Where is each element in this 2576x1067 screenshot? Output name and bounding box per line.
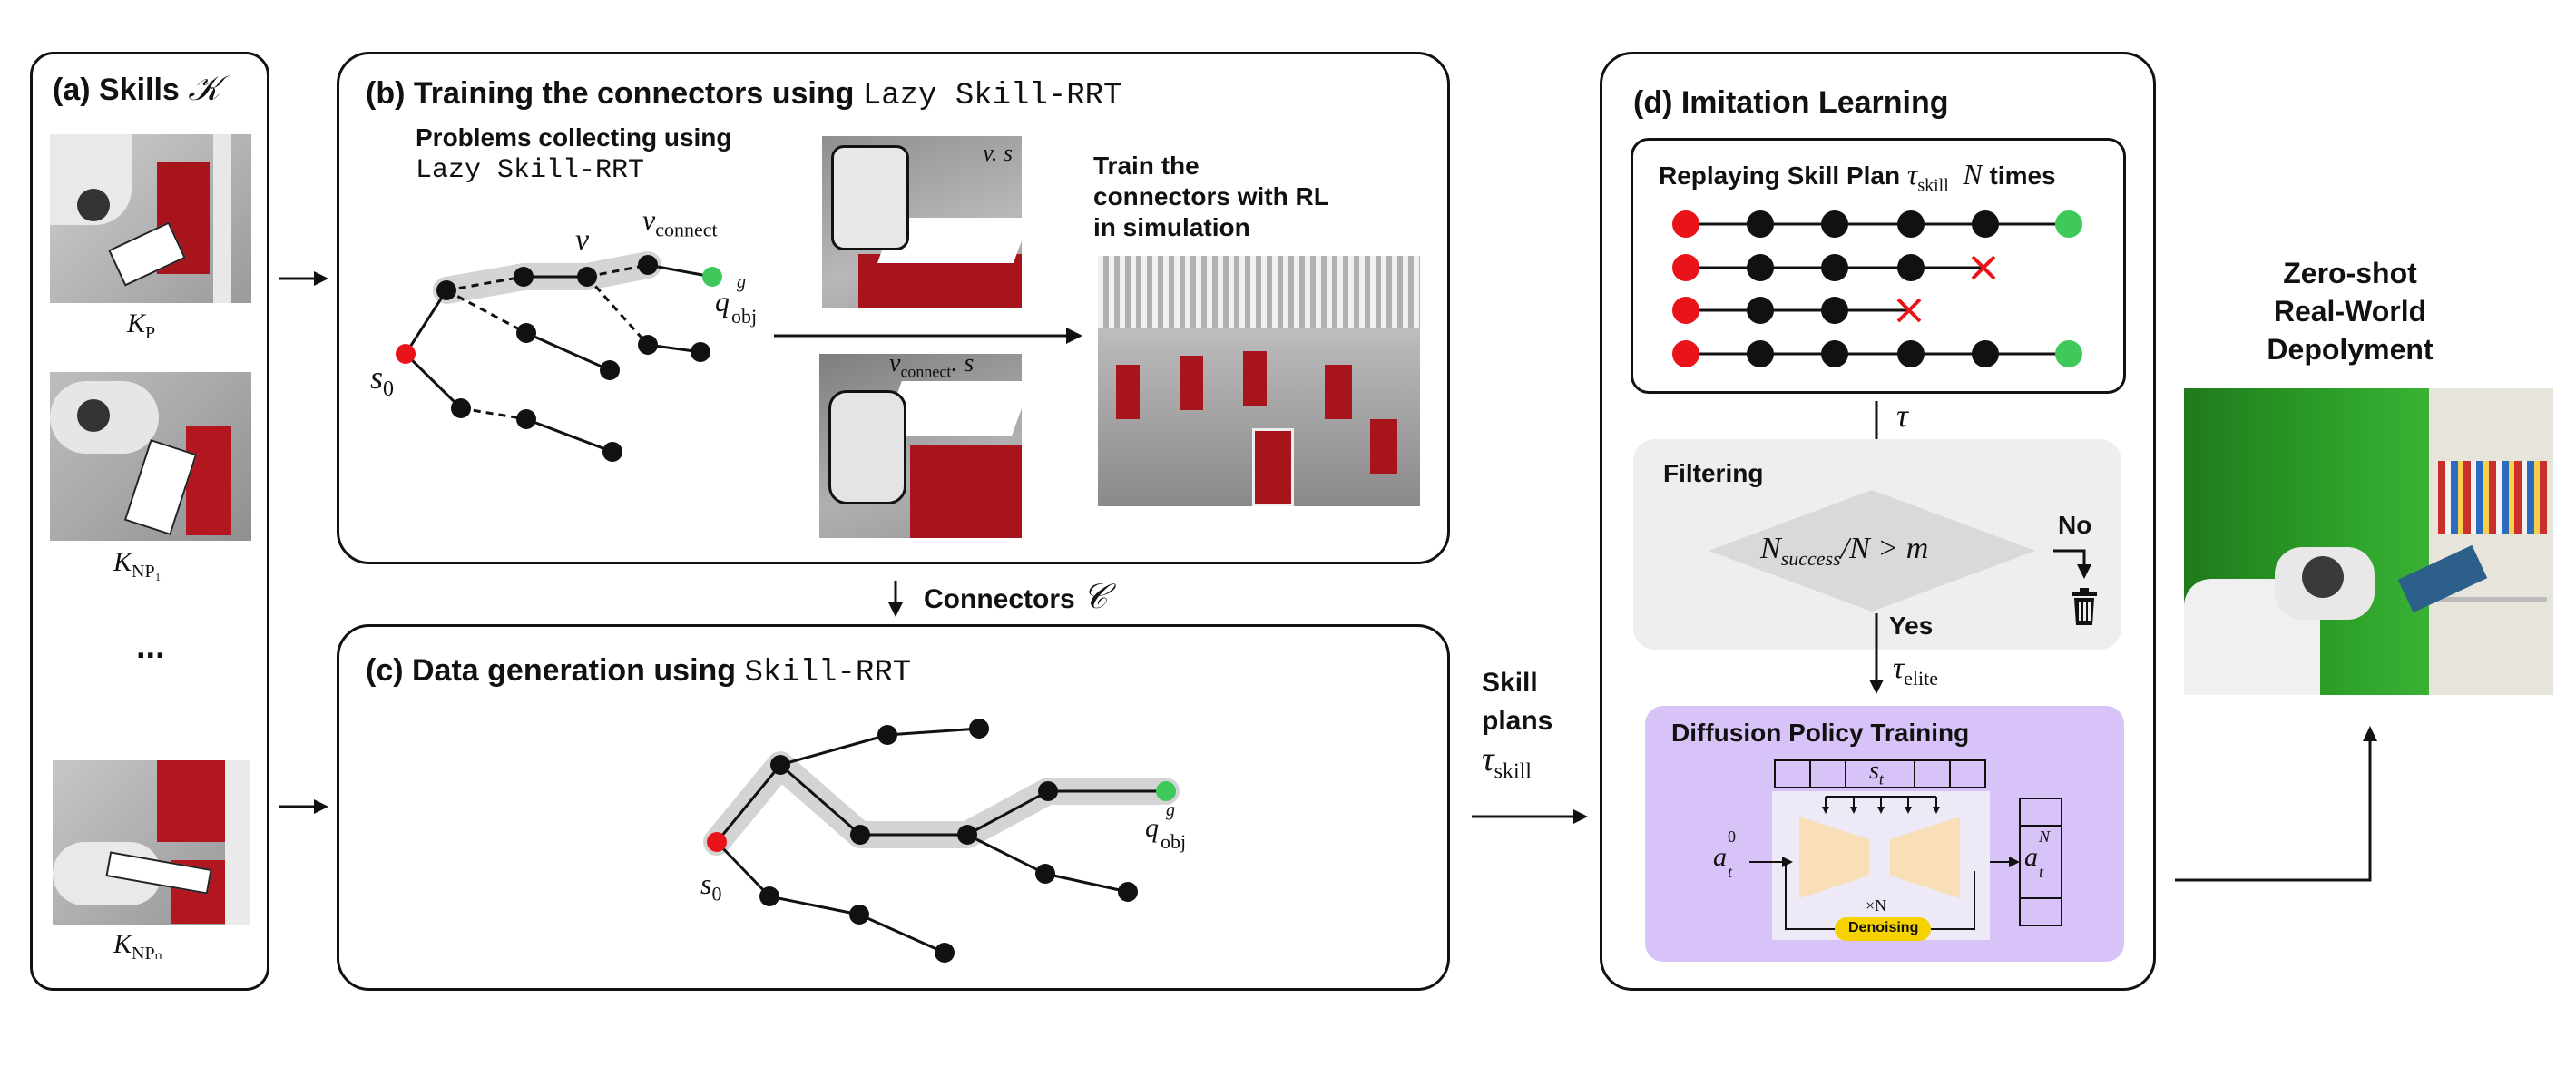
thumb-vconnect-state [819, 354, 1022, 538]
label-s0: s0 [370, 359, 395, 402]
panel-c-title-mono: Skill-RRT [744, 656, 912, 690]
node [638, 335, 658, 355]
node [849, 905, 869, 925]
node [957, 825, 977, 845]
node [691, 342, 710, 362]
node [877, 725, 897, 745]
replay-box [1631, 138, 2126, 394]
node-v-connect [638, 255, 658, 275]
node [436, 280, 456, 300]
connectors-label: Connectors 𝒞 [924, 578, 1108, 616]
thumb-v-state: v. s [822, 136, 1022, 308]
panel-a-title: (a) Skills 𝒦 [53, 69, 220, 109]
skill-label-npn: KNPₙ [113, 929, 162, 964]
node-goal [1156, 781, 1176, 801]
node [602, 442, 622, 462]
simulation-image [1098, 256, 1420, 506]
denoising-label: Denoising [1848, 920, 1919, 935]
skill-label-np1: KNP₁ [113, 547, 162, 582]
node [770, 755, 790, 775]
label-s0-c: s0 [700, 867, 722, 905]
skill-image-pick [50, 134, 251, 303]
train-rl-text: Train the connectors with RL in simulati… [1093, 152, 1329, 241]
label-v-connect: vconnect [642, 203, 718, 241]
thumb-vconnect-label: vconnect. s [889, 349, 975, 381]
panel-b-title: (b) Training the connectors using Lazy S… [366, 76, 1122, 113]
node-s0 [396, 344, 416, 364]
problems-collecting-text: Problems collecting using Lazy Skill-RRT [416, 123, 732, 186]
skills-symbol: 𝒦 [188, 70, 220, 108]
node [516, 323, 536, 343]
tau-label: τ [1896, 397, 1908, 434]
node [514, 267, 534, 287]
panel-d-title: (d) Imitation Learning [1633, 85, 1949, 120]
node-s0 [707, 832, 727, 852]
node-v [577, 267, 597, 287]
times-n: ×N [1866, 896, 1887, 915]
filter-no-label: No [2058, 511, 2092, 539]
label-v: v [575, 223, 590, 257]
skill-plans-label: Skill plans τskill [1482, 668, 1553, 784]
node-goal [702, 267, 722, 287]
thumb-v-label: v. s [983, 140, 1013, 166]
node [1118, 882, 1138, 902]
connectors-symbol: 𝒞 [1082, 578, 1108, 616]
node [1038, 781, 1058, 801]
skill-label-p: KP [127, 308, 156, 343]
node [969, 719, 989, 739]
node [850, 825, 870, 845]
node [935, 943, 955, 963]
panel-c-title: (c) Data generation using Skill-RRT [366, 653, 912, 690]
panel-a-title-text: (a) Skills [53, 73, 180, 107]
diffusion-title: Diffusion Policy Training [1671, 719, 1970, 747]
skills-ellipsis: ... [136, 628, 165, 666]
node [451, 398, 471, 418]
skill-image-np1 [50, 372, 251, 541]
replay-title: Replaying Skill Plan τskill N times [1659, 158, 2056, 196]
node [759, 886, 779, 906]
state-st: st [1869, 757, 1884, 788]
node [1035, 864, 1055, 884]
tau-elite-label: τelite [1893, 651, 1939, 690]
deploy-title: Zero-shot Real-World Depolyment [2267, 257, 2434, 366]
skill-image-npn [53, 760, 250, 925]
node [516, 409, 536, 429]
filter-yes-label: Yes [1889, 612, 1934, 640]
node [600, 360, 620, 380]
filtering-title: Filtering [1663, 459, 1764, 487]
filter-condition: Nsuccess/N > m [1760, 532, 1929, 570]
panel-b-title-mono: Lazy Skill-RRT [862, 79, 1122, 113]
real-world-image [2184, 388, 2553, 695]
trash-icon [2068, 587, 2101, 627]
